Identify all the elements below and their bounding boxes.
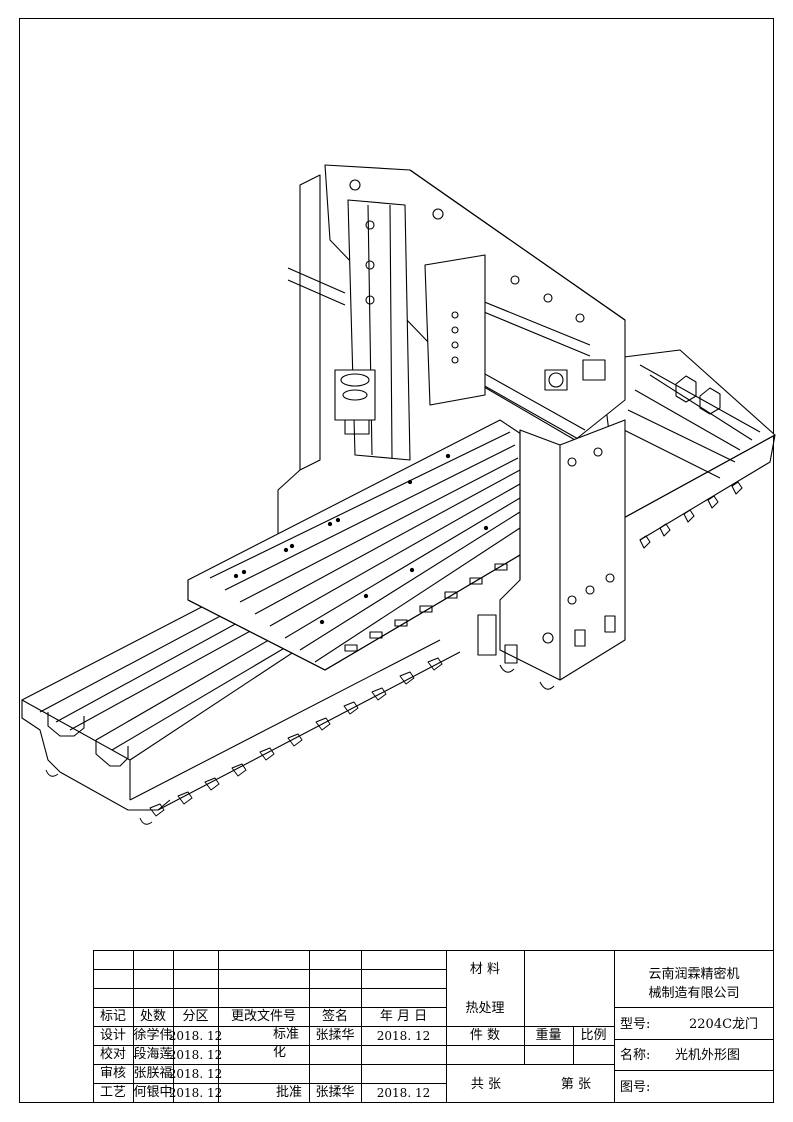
heat-treatment-label: 热处理 <box>465 1000 505 1016</box>
drawing-number-label: 图号: <box>620 1079 651 1095</box>
company-name-line-2: 械制造有限公司 <box>648 985 740 1001</box>
header-zone: 分区 <box>182 1009 209 1024</box>
approval-date: 2018. 12 <box>376 1085 431 1100</box>
name-label: 名称: <box>620 1047 651 1063</box>
material-label: 材 料 <box>469 961 501 977</box>
header-date: 年 月 日 <box>379 1009 428 1024</box>
standardization-name: 张揉华 <box>315 1028 355 1043</box>
role-process-date: 2018. 12 <box>168 1085 223 1100</box>
sheet-number-label: 第 张 <box>560 1076 592 1092</box>
model-label: 型号: <box>620 1016 651 1032</box>
role-design-label: 设计 <box>99 1028 126 1043</box>
header-signature: 签名 <box>321 1009 348 1024</box>
header-mark: 标记 <box>99 1009 126 1024</box>
left-column <box>277 174 346 540</box>
bed-ribs <box>45 657 443 825</box>
role-check-label: 校对 <box>99 1047 126 1062</box>
approval-label: 批准 <box>275 1085 302 1100</box>
role-process-label: 工艺 <box>99 1085 126 1100</box>
base-bed-rear <box>599 349 776 549</box>
standardization-label: 标准化 <box>273 1027 300 1060</box>
role-process-name: 何银中 <box>133 1085 173 1100</box>
model-value: 2204C龙门 <box>689 1016 759 1032</box>
name-value: 光机外形图 <box>675 1047 741 1063</box>
role-check-date: 2018. 12 <box>168 1047 223 1062</box>
role-design-name: 徐学伟 <box>133 1028 173 1043</box>
right-column <box>477 419 626 690</box>
spindle-ram <box>334 199 486 461</box>
worktable <box>187 419 531 671</box>
role-check-name: 段海莲 <box>133 1047 173 1062</box>
role-review-label: 审核 <box>99 1066 126 1081</box>
standardization-date: 2018. 12 <box>376 1028 431 1043</box>
weight-label: 重量 <box>535 1028 562 1043</box>
role-review-date: 2018. 12 <box>168 1066 223 1081</box>
approval-name: 张揉华 <box>315 1085 355 1100</box>
role-design-date: 2018. 12 <box>168 1028 223 1043</box>
role-review-name: 张朕福 <box>133 1066 173 1081</box>
header-count: 处数 <box>139 1009 166 1024</box>
title-block: 云南润霖精密机 械制造有限公司 材 料 热处理 标记 处数 分区 更改文件号 签… <box>93 950 774 1103</box>
company-name-line-1: 云南润霖精密机 <box>648 966 740 982</box>
scale-label: 比例 <box>580 1028 607 1043</box>
piece-count-label: 件 数 <box>469 1028 501 1043</box>
total-sheets-label: 共 张 <box>470 1076 502 1092</box>
header-doc-no: 更改文件号 <box>230 1009 296 1024</box>
